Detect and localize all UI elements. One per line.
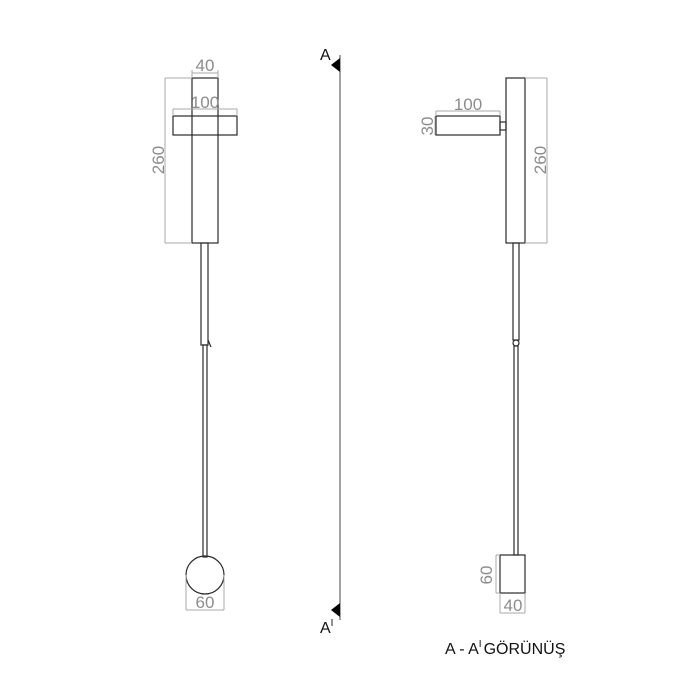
side-connector: [499, 121, 507, 131]
dim-front-crossbar-width: 100: [172, 93, 238, 116]
svg-text:40: 40: [196, 56, 215, 75]
side-view: 100 30 260 60 40: [418, 77, 550, 615]
dim-front-sphere-diameter: 60: [185, 575, 225, 612]
dim-side-foot-height: 60: [477, 554, 500, 594]
svg-text:260: 260: [531, 146, 550, 174]
section-marker-top: A: [320, 47, 331, 64]
front-joint: [207, 339, 212, 348]
svg-text:100: 100: [191, 93, 219, 112]
side-foot: [499, 554, 526, 594]
section-line: A AI: [320, 47, 341, 637]
section-arrow-bottom: [331, 603, 340, 617]
svg-text:30: 30: [418, 117, 437, 136]
svg-text:260: 260: [149, 146, 168, 174]
dim-front-body-height: 260: [149, 77, 192, 244]
front-rod: [202, 344, 208, 558]
dim-side-foot-width: 40: [499, 593, 526, 615]
svg-text:40: 40: [504, 596, 523, 615]
side-body: [505, 77, 526, 244]
side-head: [435, 115, 501, 136]
side-upper-tube: [512, 242, 520, 341]
front-upper-tube: [200, 242, 209, 346]
side-joint: [512, 339, 520, 347]
front-view: 40 100 260 60: [149, 56, 238, 612]
svg-text:60: 60: [196, 593, 215, 612]
svg-text:100: 100: [454, 95, 482, 114]
svg-text:60: 60: [477, 566, 496, 585]
dim-side-body-height: 260: [525, 77, 550, 244]
section-arrow-top: [331, 58, 340, 72]
section-marker-bottom: AI: [320, 618, 333, 637]
dim-side-head-height: 30: [418, 116, 437, 135]
dim-front-top-width: 40: [191, 56, 219, 78]
side-rod: [513, 345, 519, 556]
front-crossbar: [172, 115, 238, 136]
front-sphere: [185, 555, 225, 595]
dim-side-head-length: 100: [435, 95, 501, 116]
